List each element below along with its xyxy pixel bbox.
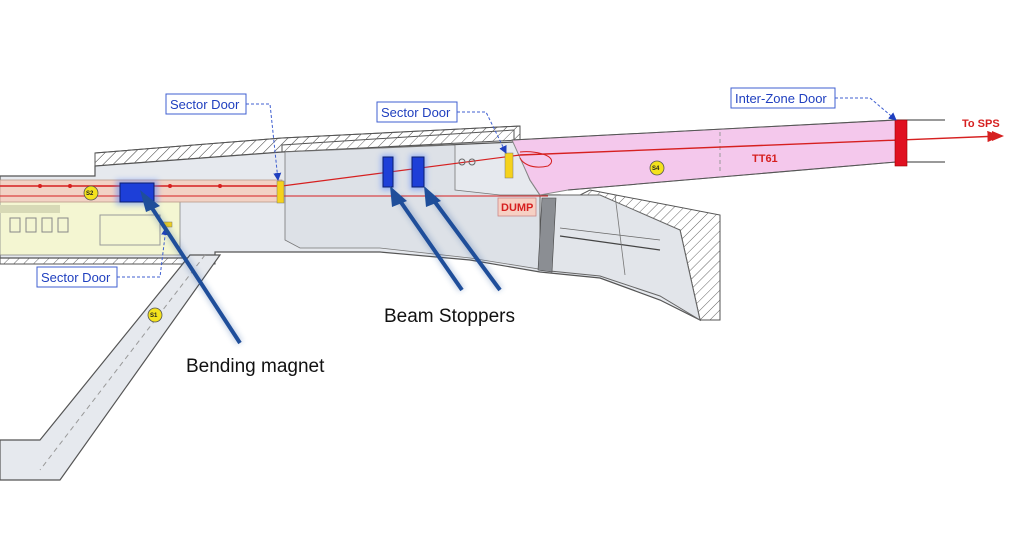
beam-stopper-1 [382,156,394,188]
point-badge-s4: S4 [649,160,665,176]
dump-label: DUMP [501,202,533,214]
sector-door-2-marker [504,152,514,179]
to-sps-label: To SPS [962,118,1000,130]
sector-door-2-label: Sector Door [381,105,451,120]
point-s4-label: S4 [652,166,660,172]
tt61-label: TT61 [752,153,778,165]
inter-zone-door-marker [894,119,908,167]
point-s2-label: S2 [86,191,94,197]
point-badge-s1: S1 [147,307,163,323]
beam-arrow-icon [992,131,1004,141]
beam-stopper-pointer-2 [424,186,503,293]
beam-stoppers-label: Beam Stoppers [384,306,515,327]
point-badge-s2: S2 [83,185,99,201]
tunnel-walls [0,125,721,321]
tt61-zone [511,119,897,196]
branch-tunnel [0,254,222,481]
bending-magnet-pointer [140,190,243,345]
sector-door-1-marker [276,180,285,204]
callout-sector-door-1: Sector Door [165,93,282,181]
bending-magnet-label: Bending magnet [186,356,325,377]
dark-band [537,197,557,273]
beam-stopper-pointer-1 [390,186,465,292]
sector-door-1-label: Sector Door [170,97,240,112]
inter-zone-door-label: Inter-Zone Door [735,91,827,106]
point-s1-label: S1 [150,313,158,319]
callout-inter-zone-door: Inter-Zone Door [730,87,897,121]
sector-door-3-label: Sector Door [41,270,111,285]
dump-box [497,197,537,217]
callout-sector-door-3: Sector Door [36,227,170,288]
callout-sector-door-2: Sector Door [376,101,507,154]
beam-stopper-2 [411,156,425,188]
